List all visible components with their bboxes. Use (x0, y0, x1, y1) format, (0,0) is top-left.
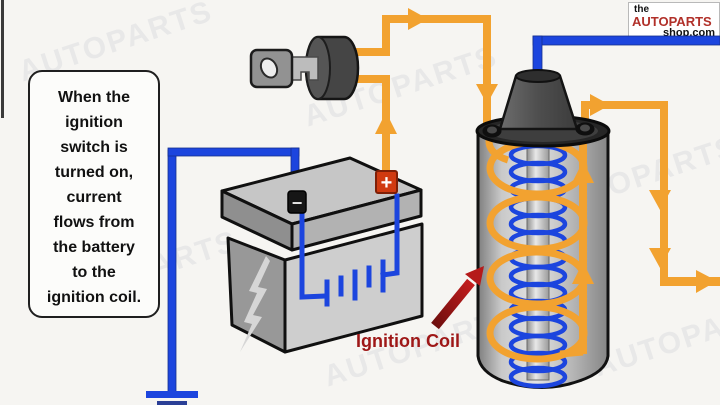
battery-cell-symbol (299, 193, 400, 307)
current-arrow-up (572, 161, 594, 183)
info-line: ignition coil. (46, 289, 142, 306)
info-line: flows from (53, 214, 135, 231)
ignition-coil-label: Ignition Coil (356, 331, 460, 351)
info-box: When the ignition switch is turned on, c… (28, 70, 160, 318)
ignition-switch (249, 35, 360, 101)
info-line: When the (58, 89, 130, 106)
info-line: current (66, 189, 122, 206)
lightning-bolt-icon (240, 256, 270, 352)
wire-coil-out-top (581, 101, 668, 109)
logo-line-autoparts: AUTOPARTS (632, 14, 712, 29)
coil-primary-terminals (482, 122, 595, 138)
key-hole (259, 57, 279, 79)
ground-bar-short (157, 401, 187, 405)
positive-sign: + (381, 172, 393, 194)
coil-hv-tower (498, 74, 579, 131)
coil-hv-tower-top (515, 69, 561, 83)
current-arrow-right (590, 94, 610, 116)
battery-negative-terminal: − (287, 190, 307, 214)
info-line: the battery (53, 239, 135, 256)
info-line: ignition (65, 114, 123, 131)
battery-positive-terminal: + (375, 170, 398, 194)
callout-arrow (431, 266, 484, 330)
cell-connector-right (380, 193, 400, 278)
logo-line-shopcom: shop.com (663, 27, 715, 39)
wire-exit-right (660, 277, 720, 286)
current-arrow-up (375, 112, 397, 134)
current-arrow-down (476, 84, 498, 104)
ground-symbol (146, 391, 198, 405)
wire-top-run (382, 15, 490, 23)
ignition-coil (475, 69, 611, 389)
info-line: turned on, (54, 164, 134, 181)
wire-coil-out-riser (581, 101, 589, 128)
wire-ground-horizontal (167, 147, 300, 157)
info-line: switch is (60, 139, 128, 156)
wire-switch-lower (352, 75, 388, 83)
current-arrow-right (696, 270, 717, 293)
logo-line-the: the (634, 4, 649, 15)
key-shaft (291, 56, 319, 81)
ground-bar-long (146, 391, 198, 398)
current-arrow-down (649, 248, 671, 268)
current-arrow-right (408, 8, 428, 30)
blue-secondary-wire (532, 35, 720, 79)
frame-edge-line (1, 0, 4, 118)
orange-hot-wiring (352, 8, 720, 293)
current-arrow-up (572, 262, 594, 284)
battery-lid-front (290, 188, 423, 252)
coil-primary-return (572, 134, 594, 354)
wire-ground-vertical (167, 149, 177, 397)
wire-coil-secondary-horizontal (532, 35, 720, 46)
coil-iron-core (526, 139, 550, 381)
wire-drop-to-coil (483, 15, 491, 128)
wire-switch-upper (352, 48, 388, 56)
current-arrow-down (649, 190, 671, 210)
negative-sign: − (292, 193, 303, 213)
wire-switch-riser (382, 15, 390, 56)
autoparts-shop-logo: the AUTOPARTS shop.com (628, 2, 720, 40)
cell-connector-left (299, 209, 329, 300)
info-line: to the (72, 264, 116, 281)
